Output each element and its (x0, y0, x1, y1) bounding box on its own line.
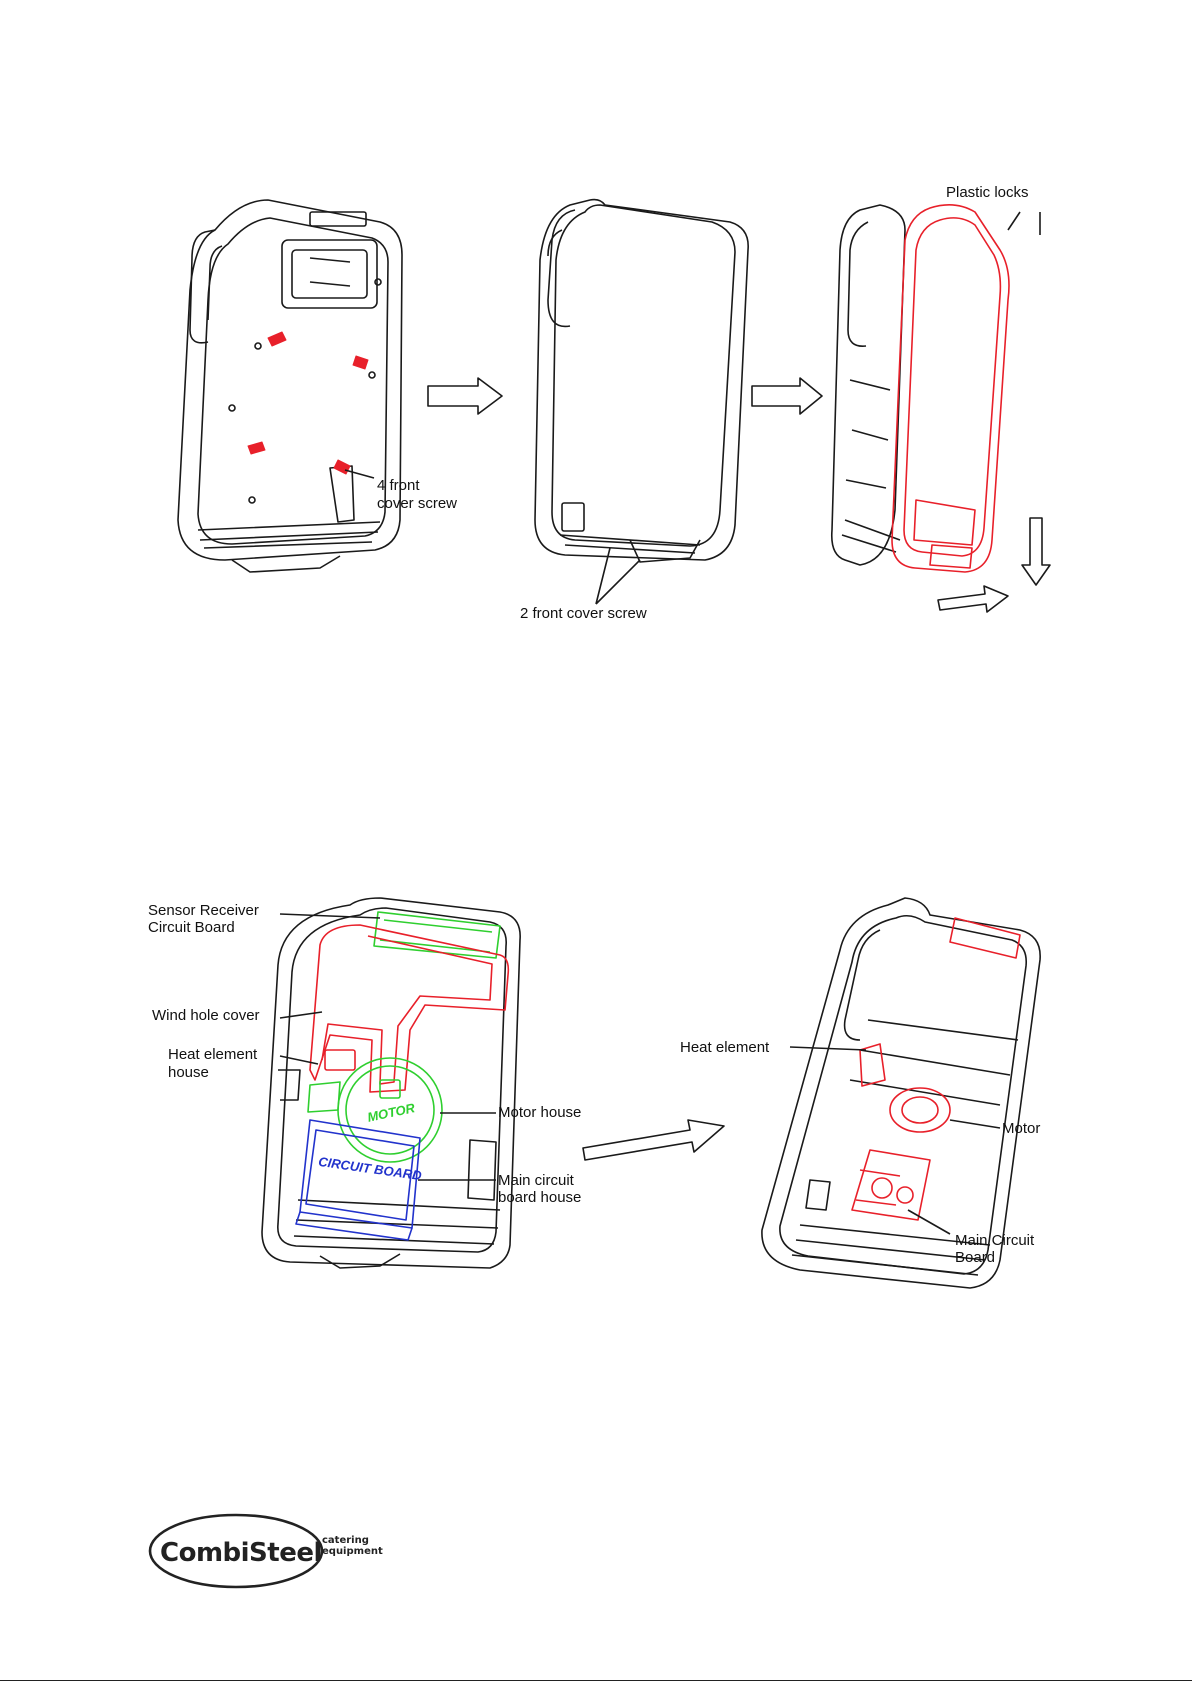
logo-tagline-line1: catering (322, 1536, 369, 1546)
leader-4-screws (345, 470, 374, 478)
label-sensor-receiver-line2: Circuit Board (148, 919, 235, 936)
screw-markers (248, 332, 368, 474)
label-heat-element-house-line1: Heat element (168, 1046, 257, 1063)
leader-heat-house (280, 1056, 318, 1064)
step-arrow-3 (583, 1120, 724, 1160)
label-sensor-receiver-line1: Sensor Receiver (148, 902, 259, 919)
leader-main-board (908, 1210, 950, 1234)
leader-sensor (280, 914, 380, 918)
label-plastic-locks: Plastic locks (946, 184, 1029, 201)
down-arrow (1022, 518, 1050, 585)
label-motor-house: Motor house (498, 1104, 581, 1121)
label-main-circuit-house-line2: board house (498, 1189, 581, 1206)
dryer-figure-front-cover (535, 200, 748, 562)
logo-brand-text: CombiSteel (160, 1538, 322, 1568)
components-highlight (852, 918, 1020, 1220)
dryer-figure-back-screws (178, 200, 402, 572)
right-arrow (938, 586, 1008, 612)
label-2-front-screws: 2 front cover screw (520, 605, 647, 622)
leader-wind-hole (280, 1012, 322, 1018)
label-motor: Motor (1002, 1120, 1040, 1137)
label-heat-element: Heat element (680, 1039, 769, 1056)
label-4-front-screws-line1: 4 front (377, 477, 420, 494)
step-arrow-1 (428, 378, 502, 414)
label-main-circuit-board-line2: Board (955, 1249, 995, 1266)
label-main-circuit-board-line1: Main Circuit (955, 1232, 1034, 1249)
logo-tagline-line2: equipment (322, 1547, 383, 1557)
step-arrow-2 (752, 378, 822, 414)
leader-motor (950, 1120, 1000, 1128)
page-bottom-rule (0, 1680, 1192, 1681)
label-heat-element-house-line2: house (168, 1064, 209, 1081)
label-main-circuit-house-line1: Main circuit (498, 1172, 574, 1189)
front-cover-highlight (892, 205, 1009, 572)
label-wind-hole-cover: Wind hole cover (152, 1007, 260, 1024)
leader-plastic-locks (1008, 212, 1040, 235)
label-4-front-screws-line2: cover screw (377, 495, 457, 512)
